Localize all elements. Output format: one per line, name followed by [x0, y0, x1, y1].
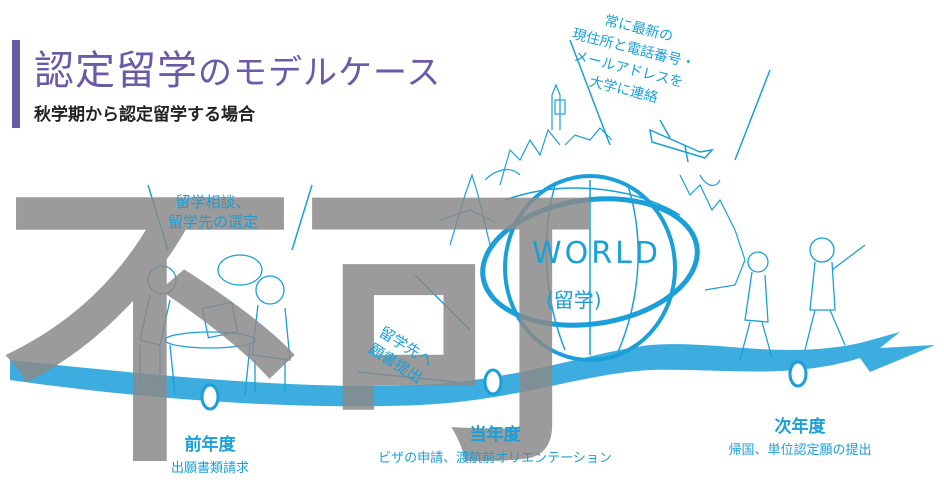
globe-meridian — [545, 184, 566, 351]
leader-line — [357, 371, 456, 383]
page-title: 認定留学のモデルケース — [34, 38, 441, 96]
note-line: 留学先の選定 — [168, 213, 259, 231]
globe-meridian — [617, 185, 639, 353]
globe-swirl — [480, 196, 700, 328]
stage-label-prev-year: 前年度 出願書類請求 — [150, 430, 270, 476]
stage-sub: 出願書類請求 — [170, 461, 249, 476]
stage-sub: 帰国、単位認定願の提出 — [728, 443, 872, 458]
stage-heading: 次年度 — [774, 417, 826, 437]
skyline-sketch — [439, 83, 746, 291]
globe-meridian — [504, 187, 681, 216]
title-accent-bar — [12, 40, 20, 128]
stage-label-current-year: 当年度 ビザの申請、渡航前オリエンテーション — [360, 420, 630, 466]
page-subtitle: 秋学期から認定留学する場合 — [34, 105, 255, 125]
title-rest: のモデルケース — [198, 53, 442, 93]
stage-sub: ビザの申請、渡航前オリエンテーション — [378, 451, 612, 466]
leader-line — [734, 69, 771, 161]
stage-marker-1 — [200, 383, 220, 411]
stage-marker-3 — [788, 360, 808, 388]
note-line: 留学相談、 — [175, 193, 251, 211]
travelers-sketch — [739, 237, 866, 361]
airplane-sketch — [649, 119, 714, 163]
leader-line — [291, 184, 313, 251]
globe-label-world: WORLD — [532, 236, 661, 271]
globe-label-study: (留学) — [546, 288, 602, 312]
timeline-arrow — [10, 332, 935, 407]
title-main: 認定留学 — [34, 48, 198, 94]
leader-line — [414, 274, 471, 331]
stage-heading: 当年度 — [469, 425, 521, 445]
stage-heading: 前年度 — [184, 435, 236, 455]
watermark-text: 不可 — [0, 155, 600, 504]
consultation-sketch — [139, 254, 291, 396]
note-consult: 留学相談、 留学先の選定 — [168, 192, 258, 232]
leader-line — [147, 184, 169, 251]
stage-label-next-year: 次年度 帰国、単位認定願の提出 — [700, 412, 900, 458]
globe-ring — [503, 174, 677, 362]
leader-line — [569, 39, 611, 146]
stage-marker-2 — [483, 368, 503, 396]
